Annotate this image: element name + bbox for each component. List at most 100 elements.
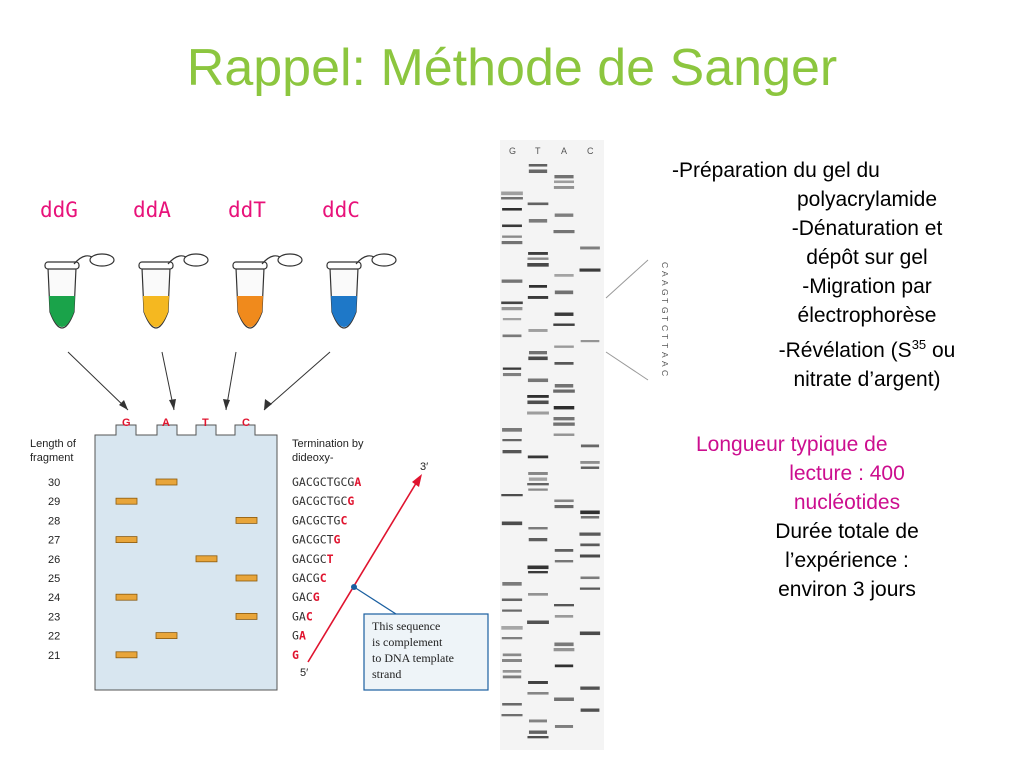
- autorad-band: [502, 428, 522, 432]
- fragment-sequence: G: [292, 648, 299, 662]
- autorad-band: [554, 312, 574, 316]
- autorad-band: [554, 615, 574, 618]
- autorad-bands: [501, 164, 601, 739]
- autorad-band: [501, 494, 523, 497]
- fragment-length: 26: [48, 554, 60, 566]
- autorad-lane-t: T: [535, 146, 541, 156]
- autorad-band: [580, 466, 600, 469]
- autorad-band: [580, 444, 600, 448]
- readout-bracket-bottom: [605, 351, 649, 381]
- autorad-band: [554, 499, 574, 503]
- fragment-length: 22: [48, 631, 60, 643]
- sequence-readout: CAAGTGTCTTAAC: [660, 262, 668, 376]
- read-length-line-1: Longueur typique de: [696, 433, 888, 456]
- autorad-band: [527, 378, 549, 383]
- step-1-line-1: -Préparation du gel du: [672, 159, 880, 182]
- note-line-1: This sequence: [372, 619, 440, 633]
- readout-base: C: [660, 325, 668, 331]
- read-length-line-2: lecture : 400: [789, 462, 905, 485]
- autorad-band: [580, 340, 600, 343]
- autorad-band: [554, 180, 574, 184]
- gel-lane-g: G: [122, 417, 131, 429]
- autorad-band: [528, 488, 548, 491]
- autorad-band: [528, 527, 548, 530]
- autorad-band: [553, 186, 575, 189]
- arrow-c: [263, 351, 331, 411]
- autorad-band: [580, 510, 600, 515]
- autorad-band: [527, 263, 549, 267]
- gel-band: [195, 555, 218, 563]
- autorad-band: [502, 439, 522, 442]
- tube-label-ddg: ddG: [40, 198, 78, 222]
- readout-base: A: [660, 352, 668, 358]
- fragment-length: 30: [48, 477, 60, 489]
- readout-bracket-top: [605, 259, 649, 299]
- readout-base: A: [660, 280, 668, 286]
- autorad-band: [502, 670, 522, 673]
- tube-label-dda: ddA: [133, 198, 171, 222]
- autorad-band: [554, 505, 574, 509]
- autorad-band: [553, 417, 575, 421]
- readout-base: A: [660, 271, 668, 277]
- gel-plate: [94, 424, 278, 691]
- autorad-band: [528, 351, 548, 355]
- fragment-sequences: GACGCTGCGAGACGCTGCGGACGCTGCGACGCTGGACGCT…: [292, 475, 361, 662]
- fragment-sequence: GACGCTGCGA: [292, 475, 361, 489]
- autorad-band: [501, 626, 523, 630]
- autorad-lane-g: G: [509, 146, 516, 156]
- fragment-length: 24: [48, 592, 60, 604]
- tubes-group: [44, 253, 397, 329]
- length-label-1: Length of: [30, 438, 77, 450]
- autorad-band: [579, 631, 601, 636]
- tube-arrows: [67, 351, 331, 411]
- autorad-band: [502, 653, 522, 657]
- step-4-post: ou: [926, 339, 956, 362]
- autorad-band: [553, 406, 575, 410]
- step-4-line-2: nitrate d’argent): [793, 368, 941, 391]
- fragment-sequence: GACGCTG: [292, 533, 341, 547]
- readout-base: A: [660, 361, 668, 367]
- fragment-sequence: GACGCTGCG: [292, 494, 354, 508]
- gel-band: [155, 478, 178, 486]
- autorad-band: [528, 730, 548, 734]
- autorad-band: [580, 516, 600, 519]
- gel-band: [115, 593, 138, 601]
- fragment-length: 25: [48, 573, 60, 585]
- autorad-band: [528, 252, 548, 255]
- autorad-band: [502, 367, 522, 370]
- read-length-line-3: nucléotides: [793, 491, 901, 514]
- step-3-line-1: -Migration par: [802, 275, 932, 298]
- tube-ddg: [44, 253, 115, 329]
- autorad-lane-a: A: [561, 146, 567, 156]
- note-line-2: is complement: [372, 635, 443, 649]
- autorad-band: [501, 637, 523, 640]
- step-4-pre: -Révélation (S: [778, 339, 912, 362]
- autorad-band: [554, 345, 574, 348]
- readout-base: G: [660, 307, 668, 314]
- gel-band: [235, 516, 258, 524]
- prime-5-label: 5′: [300, 667, 308, 679]
- step-2-line-1: -Dénaturation et: [791, 217, 943, 240]
- autorad-band: [502, 582, 522, 586]
- autorad-band: [528, 219, 548, 223]
- gel-lane-a: A: [162, 417, 170, 429]
- autorad-band: [502, 334, 522, 338]
- autorad-band: [502, 235, 522, 238]
- fragment-sequence: GACG: [292, 590, 320, 604]
- gel-band: [235, 612, 258, 620]
- slide-title: Rappel: Méthode de Sanger: [186, 39, 838, 97]
- tube-label-ddc: ddC: [322, 198, 360, 222]
- readout-base: T: [660, 334, 668, 339]
- note-line-3: to DNA template: [372, 651, 454, 665]
- autorad-band: [579, 532, 601, 536]
- autorad-band: [527, 692, 549, 695]
- autorad-band: [502, 675, 522, 679]
- note-line-4: strand: [372, 667, 401, 681]
- fragment-length: 23: [48, 611, 60, 623]
- strand-arrowhead: [412, 474, 422, 487]
- autorad-band: [579, 554, 601, 558]
- tube-dda: [138, 253, 209, 329]
